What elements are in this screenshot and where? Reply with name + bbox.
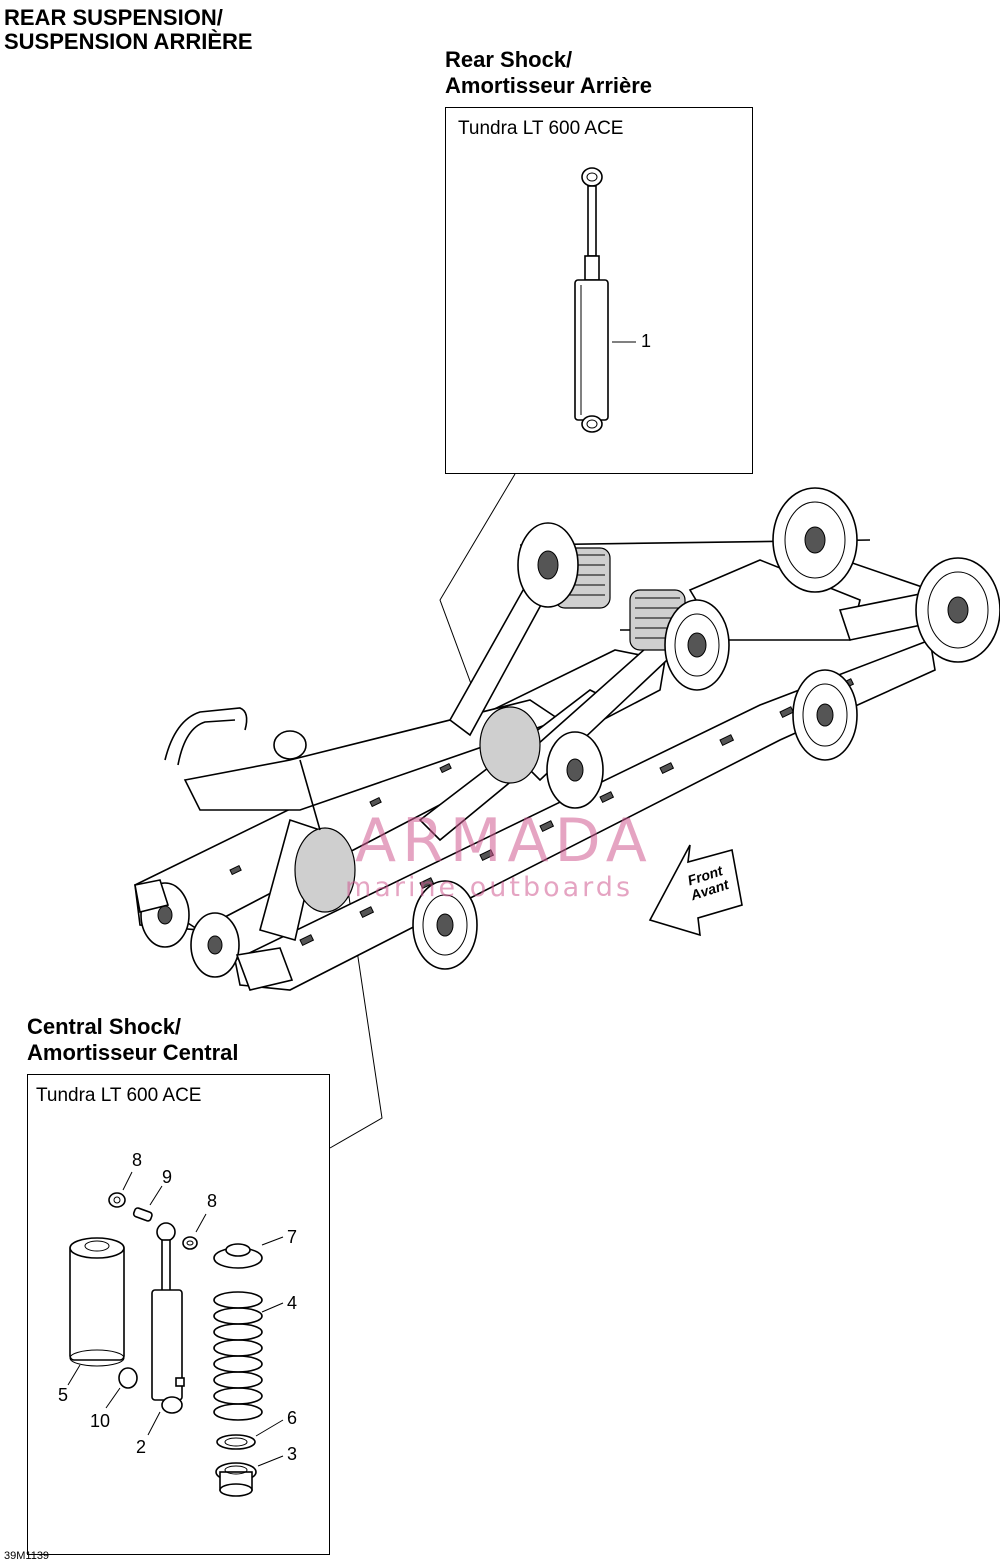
suspension-assembly	[134, 487, 1000, 991]
page-title: REAR SUSPENSION/ SUSPENSION ARRIÈRE	[4, 6, 253, 54]
callout-5: 5	[58, 1385, 69, 1405]
rear-shock-title-line1: Rear Shock/	[445, 47, 573, 72]
idler-wheels	[140, 487, 1000, 978]
page-title-line2: SUSPENSION ARRIÈRE	[4, 29, 253, 54]
central-shock-model: Tundra LT 600 ACE	[36, 1085, 202, 1106]
rear-shock-title: Rear Shock/ Amortisseur Arrière	[445, 47, 652, 99]
callout-2: 2	[136, 1437, 147, 1457]
part-2-shock	[151, 1222, 185, 1414]
part-3-cam	[215, 1462, 257, 1497]
central-shock-parts	[67, 1171, 284, 1497]
watermark-tagline: marine outboards	[345, 872, 634, 903]
callout-10: 10	[90, 1411, 111, 1431]
central-shock-box: Tundra LT 600 ACE	[27, 1074, 330, 1555]
part-4-spring	[213, 1291, 263, 1421]
callout-1: 1	[641, 331, 652, 351]
callout-8-right: 8	[207, 1191, 218, 1211]
drawing-code: 39M1139	[4, 1550, 50, 1562]
central-shock-title: Central Shock/ Amortisseur Central	[27, 1014, 239, 1066]
callout-8-top: 8	[132, 1150, 143, 1170]
rear-shock-model: Tundra LT 600 ACE	[458, 118, 624, 139]
callout-3: 3	[287, 1444, 298, 1464]
central-shock-on-assembly	[273, 730, 356, 913]
callout-4: 4	[287, 1293, 298, 1313]
watermark-brand: ARMADA	[355, 806, 653, 876]
rear-shock-part	[574, 167, 636, 433]
central-shock-title-line2: Amortisseur Central	[27, 1040, 239, 1065]
callout-9: 9	[162, 1167, 173, 1187]
front-direction-arrow-shape	[648, 844, 743, 937]
callout-7: 7	[287, 1227, 298, 1247]
callout-6: 6	[287, 1408, 298, 1428]
rear-shock-title-line2: Amortisseur Arrière	[445, 73, 653, 98]
rear-shock-box: Tundra LT 600 ACE	[445, 107, 753, 474]
page-title-line1: REAR SUSPENSION/	[4, 5, 223, 30]
central-shock-title-line1: Central Shock/	[27, 1014, 182, 1039]
part-5-reservoir	[69, 1237, 125, 1367]
